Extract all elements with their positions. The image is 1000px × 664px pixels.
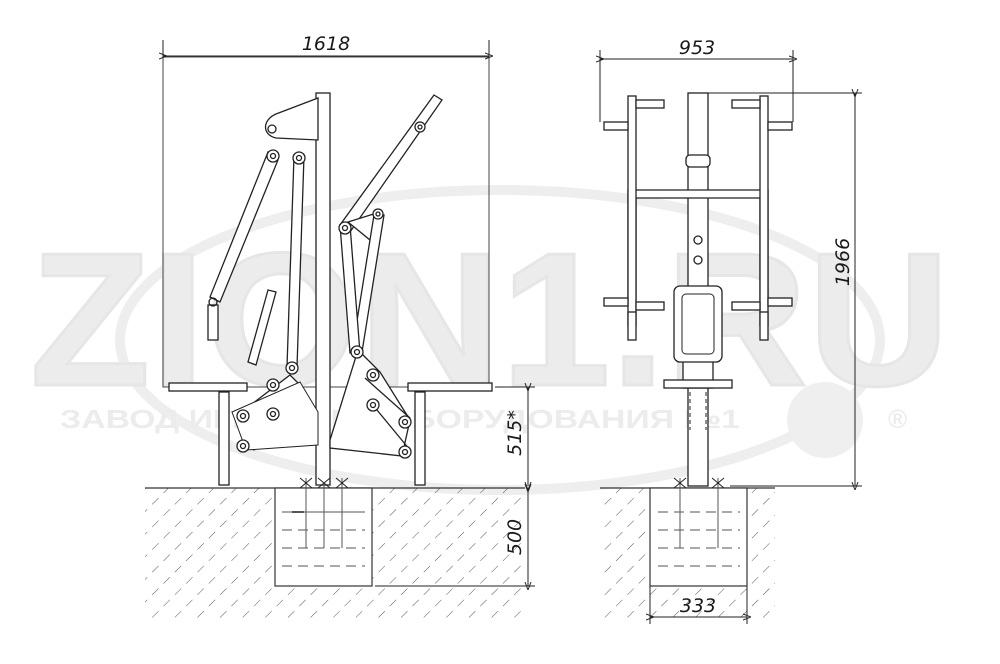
front-base-plate <box>663 379 733 389</box>
left-arm-tube <box>627 95 637 327</box>
seat-leg-left <box>218 391 230 486</box>
dim-foundation-depth: 500 <box>504 519 526 555</box>
seat-right <box>407 382 493 392</box>
top-bracket <box>264 97 319 141</box>
right-arm-tube <box>759 95 769 327</box>
right-lever <box>339 94 443 233</box>
dim-foundation-width: 333 <box>680 595 716 617</box>
pivot-bolts <box>236 121 426 459</box>
seat-leg-right <box>414 391 426 486</box>
front-view <box>603 92 793 489</box>
watermark-dot <box>787 382 863 458</box>
front-handles <box>603 99 793 341</box>
watermark: ZION1.RU ЗАВОД ИГРОВОГО ОБОРУДОВАНИЯ №1 … <box>29 185 952 495</box>
main-post <box>315 92 331 486</box>
dim-seat-height: 515* <box>504 410 526 456</box>
ground <box>145 478 775 620</box>
left-footrest <box>247 289 277 366</box>
dim-side-width: 1618 <box>302 33 350 55</box>
dim-total-height: 1966 <box>832 238 854 286</box>
dim-front-width: 953 <box>679 37 715 59</box>
dimension-lines <box>163 40 862 624</box>
watermark-registered: ® <box>888 404 907 434</box>
backrest-pad <box>673 285 723 363</box>
front-foundation <box>649 487 748 587</box>
left-handle <box>207 304 219 341</box>
seat-left <box>168 382 248 392</box>
side-view <box>162 56 493 489</box>
